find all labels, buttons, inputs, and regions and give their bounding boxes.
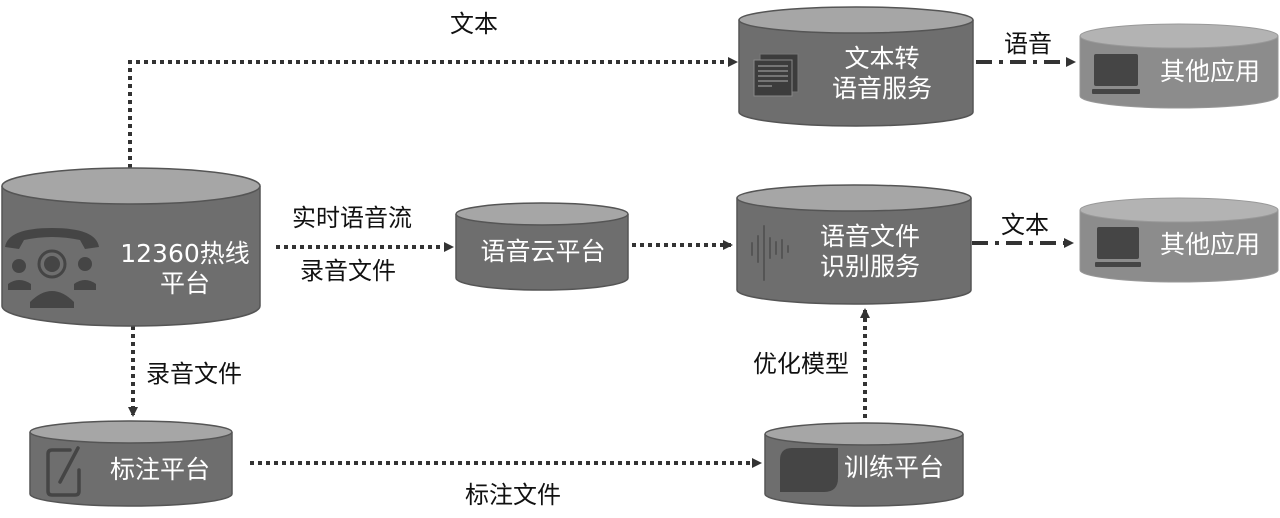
leaf-shape-icon	[780, 448, 838, 492]
edge-label-realtime-stream: 实时语音流	[292, 204, 412, 232]
node-voice-cloud[interactable]	[455, 202, 629, 291]
asr-label-line1: 语音文件	[819, 222, 920, 251]
edge-label-asr-to-app: 文本	[1001, 211, 1049, 239]
edge-hotline-to-tts	[128, 57, 738, 168]
tts-label-line1: 文本转	[844, 44, 920, 73]
node-other-app-2-label: 其他应用	[1159, 230, 1260, 259]
edges	[128, 57, 1076, 468]
edge-label-recording-file: 录音文件	[300, 257, 396, 285]
node-training-label: 训练平台	[843, 453, 944, 482]
tts-label-line2: 语音服务	[831, 74, 932, 103]
node-asr[interactable]	[736, 184, 972, 305]
node-annotation[interactable]	[29, 420, 233, 507]
node-asr-label: 语音文件 识别服务	[800, 222, 940, 282]
hotline-label-line2: 平台	[159, 269, 210, 298]
laptop-icon	[1092, 54, 1140, 94]
node-other-app-2[interactable]	[1079, 197, 1279, 283]
edge-label-hotline-to-annotation: 录音文件	[146, 360, 242, 388]
edge-label-tts-to-app: 语音	[1004, 30, 1052, 58]
edge-label-hotline-to-tts: 文本	[450, 10, 498, 38]
document-icon	[753, 53, 799, 97]
node-other-app-1-label: 其他应用	[1159, 57, 1260, 86]
edit-icon	[46, 446, 81, 497]
hotline-label-line1: 12360热线	[120, 239, 250, 268]
node-tts-label: 文本转 语音服务	[812, 44, 952, 104]
asr-label-line2: 识别服务	[819, 252, 920, 281]
edge-label-optimize-model: 优化模型	[753, 350, 849, 378]
node-hotline-label: 12360热线 平台	[112, 239, 258, 299]
call-center-icon	[5, 228, 99, 308]
node-annotation-label: 标注平台	[109, 455, 210, 484]
node-training[interactable]	[764, 422, 964, 507]
node-other-app-1[interactable]	[1079, 23, 1279, 109]
laptop-icon	[1095, 227, 1141, 267]
node-tts[interactable]	[738, 6, 974, 127]
edge-label-annotation-file: 标注文件	[465, 481, 561, 509]
node-hotline[interactable]	[1, 167, 261, 327]
node-voice-cloud-label: 语音云平台	[480, 237, 606, 266]
sound-wave-icon	[751, 225, 789, 281]
